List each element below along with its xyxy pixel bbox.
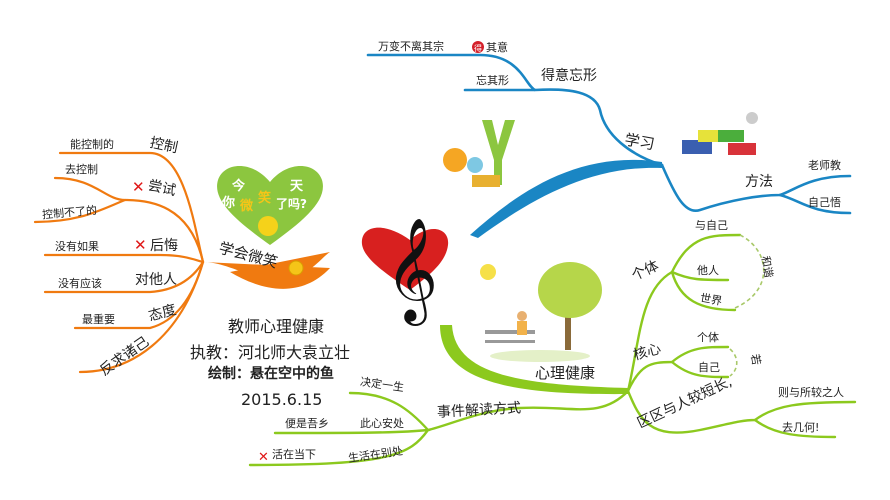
cross-icon: ✕ <box>132 178 145 196</box>
leaf-cannot-control: 控制不了的 <box>42 203 98 222</box>
heart-text: 了吗? <box>276 197 307 211</box>
branch-label-self-reflect: 反求诸己 <box>97 334 152 379</box>
branch-label-individual: 个体 <box>629 258 661 284</box>
leaf-forget-form: 忘其形 <box>476 73 509 87</box>
leaf-teacher-teach: 老师教 <box>808 159 841 172</box>
leaf-no-if: 没有如果 <box>55 239 99 253</box>
leaf-compare-person: 则与所较之人 <box>778 385 844 399</box>
branch-label-core: 核心 <box>632 341 663 364</box>
leaf-individual: 个体 <box>697 330 719 344</box>
leaf-constant: 万变不离其宗 <box>378 39 444 53</box>
heart-text: 笑 <box>258 190 271 206</box>
leaf-with-self: 与自己 <box>695 219 728 232</box>
branch-label-try: 尝试 <box>147 178 178 199</box>
smiley-icon <box>288 260 304 276</box>
puzzle-image <box>682 112 758 155</box>
leaf-self: 自己 <box>698 361 720 374</box>
sdy-image <box>443 120 515 187</box>
leaf-go-control: 去控制 <box>65 162 98 176</box>
cross-icon: ✕ <box>258 450 269 465</box>
leaf-heart-peace: 此心安处 <box>360 416 404 430</box>
leaf-can-control: 能控制的 <box>70 137 114 151</box>
branch-label-event-interpretation: 事件解读方式 <box>437 399 522 420</box>
author-credit: 绘制：悬在空中的鱼 <box>208 365 334 382</box>
leaf-decide-life: 决定一生 <box>359 374 405 394</box>
leaf-world: 世界 <box>699 291 723 308</box>
heart-text: 微 <box>239 198 254 214</box>
leaf-life-elsewhere: 生活在别处 <box>347 443 403 465</box>
health-trunk <box>440 325 628 395</box>
smile-branch: 控制 能控制的 ✕ 尝试 去控制 控制不了的 ✕ 后悔 没有如果 对他人 没有应… <box>33 135 330 379</box>
smiley-icon <box>258 216 278 236</box>
branch-label-compare: 区区与人较短长, <box>635 374 735 432</box>
leaf-how-much: 去几何! <box>782 421 819 434</box>
leaf-self-learn: 自己悟 <box>808 195 841 209</box>
relation-harmony: 和谐 <box>759 255 777 279</box>
smile-heart-image: 今 天 你 微 笑 了吗? <box>217 166 323 245</box>
study-label: 学习 <box>623 131 656 154</box>
branch-label-regret: 后悔 <box>150 238 178 254</box>
study-trunk <box>470 159 662 238</box>
branch-label-others: 对他人 <box>135 272 177 288</box>
badge-label: 其意 <box>486 40 508 54</box>
leaf-hometown: 便是吾乡 <box>285 417 329 430</box>
date: 2015.6.15 <box>241 390 322 409</box>
health-branch: 心理健康 个体 与自己 他人 世界 和谐 核心 个体 自己 若 区区与人较短长,… <box>248 219 857 467</box>
badge-text: 得 <box>474 43 482 53</box>
badge-icon <box>472 41 484 53</box>
heart-text: 你 <box>221 195 235 211</box>
branch-label-method: 方法 <box>745 174 773 190</box>
tree-bench-image <box>480 262 602 362</box>
leaf-most-important: 最重要 <box>82 312 115 326</box>
branch-label-attitude: 态度 <box>147 302 178 325</box>
leaf-others: 他人 <box>697 264 719 277</box>
study-branch: 学习 得意忘形 万变不离其宗 忘其形 得 其意 方法 老师教 自己悟 <box>366 39 852 238</box>
heart-text: 今 <box>231 178 246 194</box>
leaf-live-now: 活在当下 <box>272 447 316 461</box>
leaf-no-should: 没有应该 <box>58 276 102 290</box>
branch-label-tacit: 得意忘形 <box>541 67 597 84</box>
branch-label-control: 控制 <box>148 135 179 156</box>
sun-icon <box>480 264 496 280</box>
treble-clef-icon: 𝄞 <box>385 217 438 326</box>
health-label: 心理健康 <box>535 364 595 382</box>
title-block: 教师心理健康 执教：河北师大袁立壮 绘制：悬在空中的鱼 2015.6.15 <box>190 317 350 409</box>
heart-text: 天 <box>290 179 304 194</box>
clef-heart-image: 𝄞 <box>361 217 449 326</box>
cross-icon: ✕ <box>134 236 147 254</box>
map-title: 教师心理健康 <box>228 317 324 336</box>
relation-if: 若 <box>748 353 763 366</box>
teacher-credit: 执教：河北师大袁立壮 <box>190 343 350 362</box>
